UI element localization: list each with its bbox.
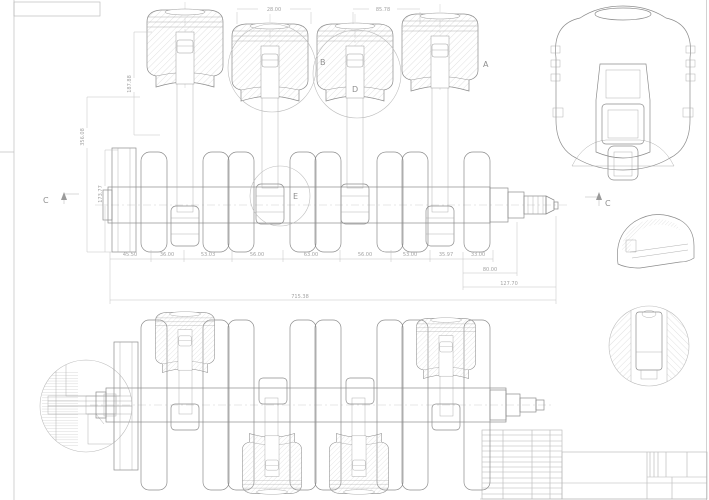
piston-detail-cavity <box>595 63 651 159</box>
section-view <box>90 311 552 495</box>
connecting-rods <box>170 81 455 247</box>
sheet-corner-box <box>13 1 101 17</box>
detail-circle-e <box>249 165 311 227</box>
section-piston-4 <box>416 317 476 379</box>
timing-gear <box>111 147 137 253</box>
title-block-dividers <box>480 452 707 500</box>
section-arrow-c-left: C <box>43 192 79 205</box>
crown-detail-hatch <box>622 219 680 252</box>
dim-28: 28.00 <box>267 7 281 13</box>
section-arrow-c-right: C <box>585 192 611 208</box>
section-tail <box>489 389 545 421</box>
dim-chain-2: 36.00 <box>160 252 174 258</box>
dim-127-70: 127.70 <box>500 281 518 287</box>
dim-chain-7: 53.00 <box>403 252 417 258</box>
crank-webs <box>140 151 491 253</box>
detail-circle-d <box>312 29 402 119</box>
pin-detail-border <box>608 305 690 387</box>
dim-chain-6: 56.00 <box>358 252 372 258</box>
piston-detail-view <box>550 5 696 181</box>
piston-detail-rod-end <box>607 145 639 181</box>
label-c-right: C <box>605 199 611 208</box>
dim-173-77: 173.77 <box>98 185 104 203</box>
piston-4 <box>401 12 479 92</box>
piston-detail-ring-grooves <box>550 45 696 118</box>
front-view <box>95 2 568 253</box>
dim-187-88: 187.88 <box>127 75 133 93</box>
dim-chain-3: 53.03 <box>201 252 215 258</box>
title-block <box>480 429 708 500</box>
label-c-left: C <box>43 196 49 205</box>
dimensions: 28.00 85.78 187.88 356.08 173.77 45.50 3… <box>80 7 557 304</box>
crown-detail-view <box>617 214 695 269</box>
revision-table-columns <box>502 430 551 499</box>
title-block-main <box>561 451 708 500</box>
dim-80: 80.00 <box>483 267 497 273</box>
hub-detail-view <box>39 359 133 453</box>
dim-715-38: 715.38 <box>291 294 309 300</box>
dim-85-78: 85.78 <box>376 7 390 13</box>
detail-circle-b <box>227 23 317 113</box>
label-a: A <box>483 60 489 69</box>
crankshaft-tail <box>489 187 559 223</box>
dim-chain-8: 35.97 <box>439 252 453 258</box>
pin-detail-view <box>608 305 690 387</box>
dim-chain-9: 33.00 <box>471 252 485 258</box>
dim-chain-5: 63.00 <box>304 252 318 258</box>
piston-detail-pin <box>601 103 645 145</box>
piston-detail-body <box>555 5 691 171</box>
piston-detail-small-end <box>605 69 641 99</box>
section-piston-2 <box>242 433 302 495</box>
timing-gear-lines <box>117 148 131 252</box>
section-rods <box>170 367 461 441</box>
crown-detail-outline <box>617 214 695 269</box>
piston-detail-crown-dish <box>594 7 652 21</box>
dim-356-08: 356.08 <box>80 128 86 146</box>
label-d: D <box>352 85 358 94</box>
piston-detail-rod-inner <box>613 151 633 177</box>
piston-detail-skirt <box>571 139 675 167</box>
section-gear-lines <box>119 342 133 470</box>
revision-table-rows <box>482 434 562 495</box>
label-e: E <box>293 192 298 201</box>
piston-1 <box>146 8 224 88</box>
dim-chain-1: 45.50 <box>123 252 137 258</box>
piston-detail-pin-inner <box>607 109 639 139</box>
section-labels: A B D E C C <box>43 23 611 227</box>
section-left-stub <box>95 391 107 419</box>
dim-chain-4: 56.00 <box>250 252 264 258</box>
section-piston-3 <box>329 433 389 495</box>
section-gear <box>113 341 139 471</box>
section-piston-1 <box>155 311 215 373</box>
label-b: B <box>320 58 326 67</box>
